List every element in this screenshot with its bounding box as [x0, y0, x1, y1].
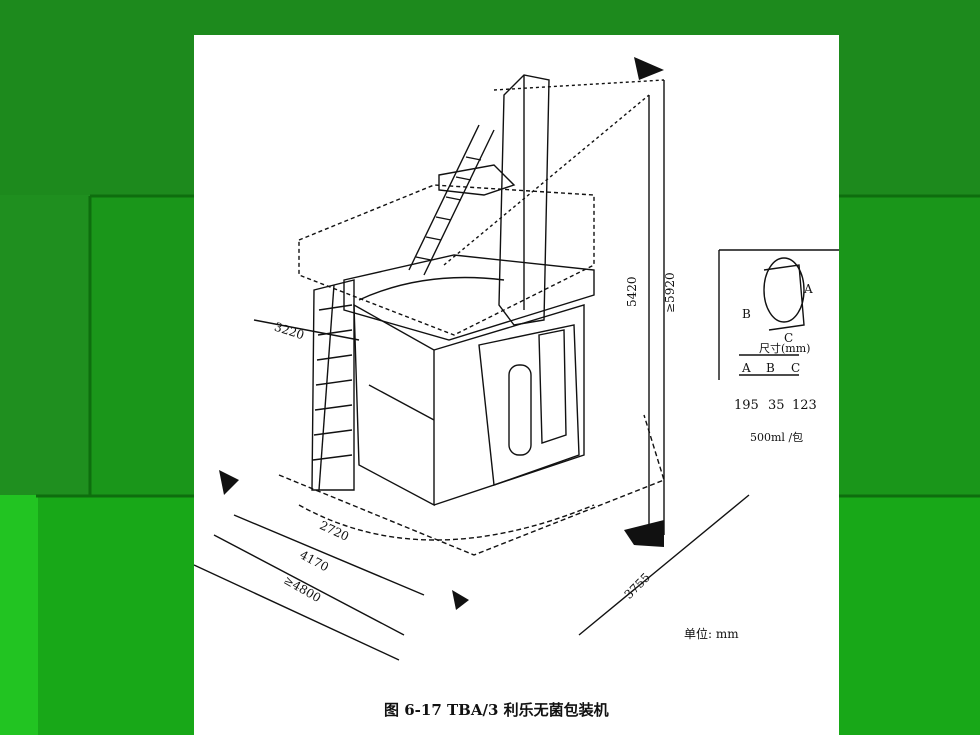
inset-col-c: C — [791, 361, 801, 375]
inset-volume: 500ml /包 — [750, 431, 804, 444]
inset-value-a: 195 — [734, 398, 759, 413]
inset-label-c: C — [784, 331, 794, 345]
dim-height-5920: ≥5920 — [663, 272, 677, 313]
machine-drawing — [194, 57, 839, 661]
inset-value-c: 123 — [792, 398, 817, 413]
inset-col-a: A — [742, 361, 751, 375]
inset-size-header: 尺寸(mm) — [759, 342, 811, 355]
inset-value-b: 35 — [768, 398, 785, 413]
figure-caption: 图 6-17 TBA/3 利乐无菌包装机 — [384, 701, 609, 719]
unit-label: 单位: mm — [684, 627, 739, 641]
inset-label-b: B — [742, 307, 751, 321]
inset-label-a: A — [804, 282, 813, 296]
figure-panel: 5420 ≥5920 3220 2720 4170 ≥4800 3755 A B… — [194, 35, 839, 735]
dim-height-5420: 5420 — [625, 276, 639, 307]
inset-col-b: B — [766, 361, 775, 375]
